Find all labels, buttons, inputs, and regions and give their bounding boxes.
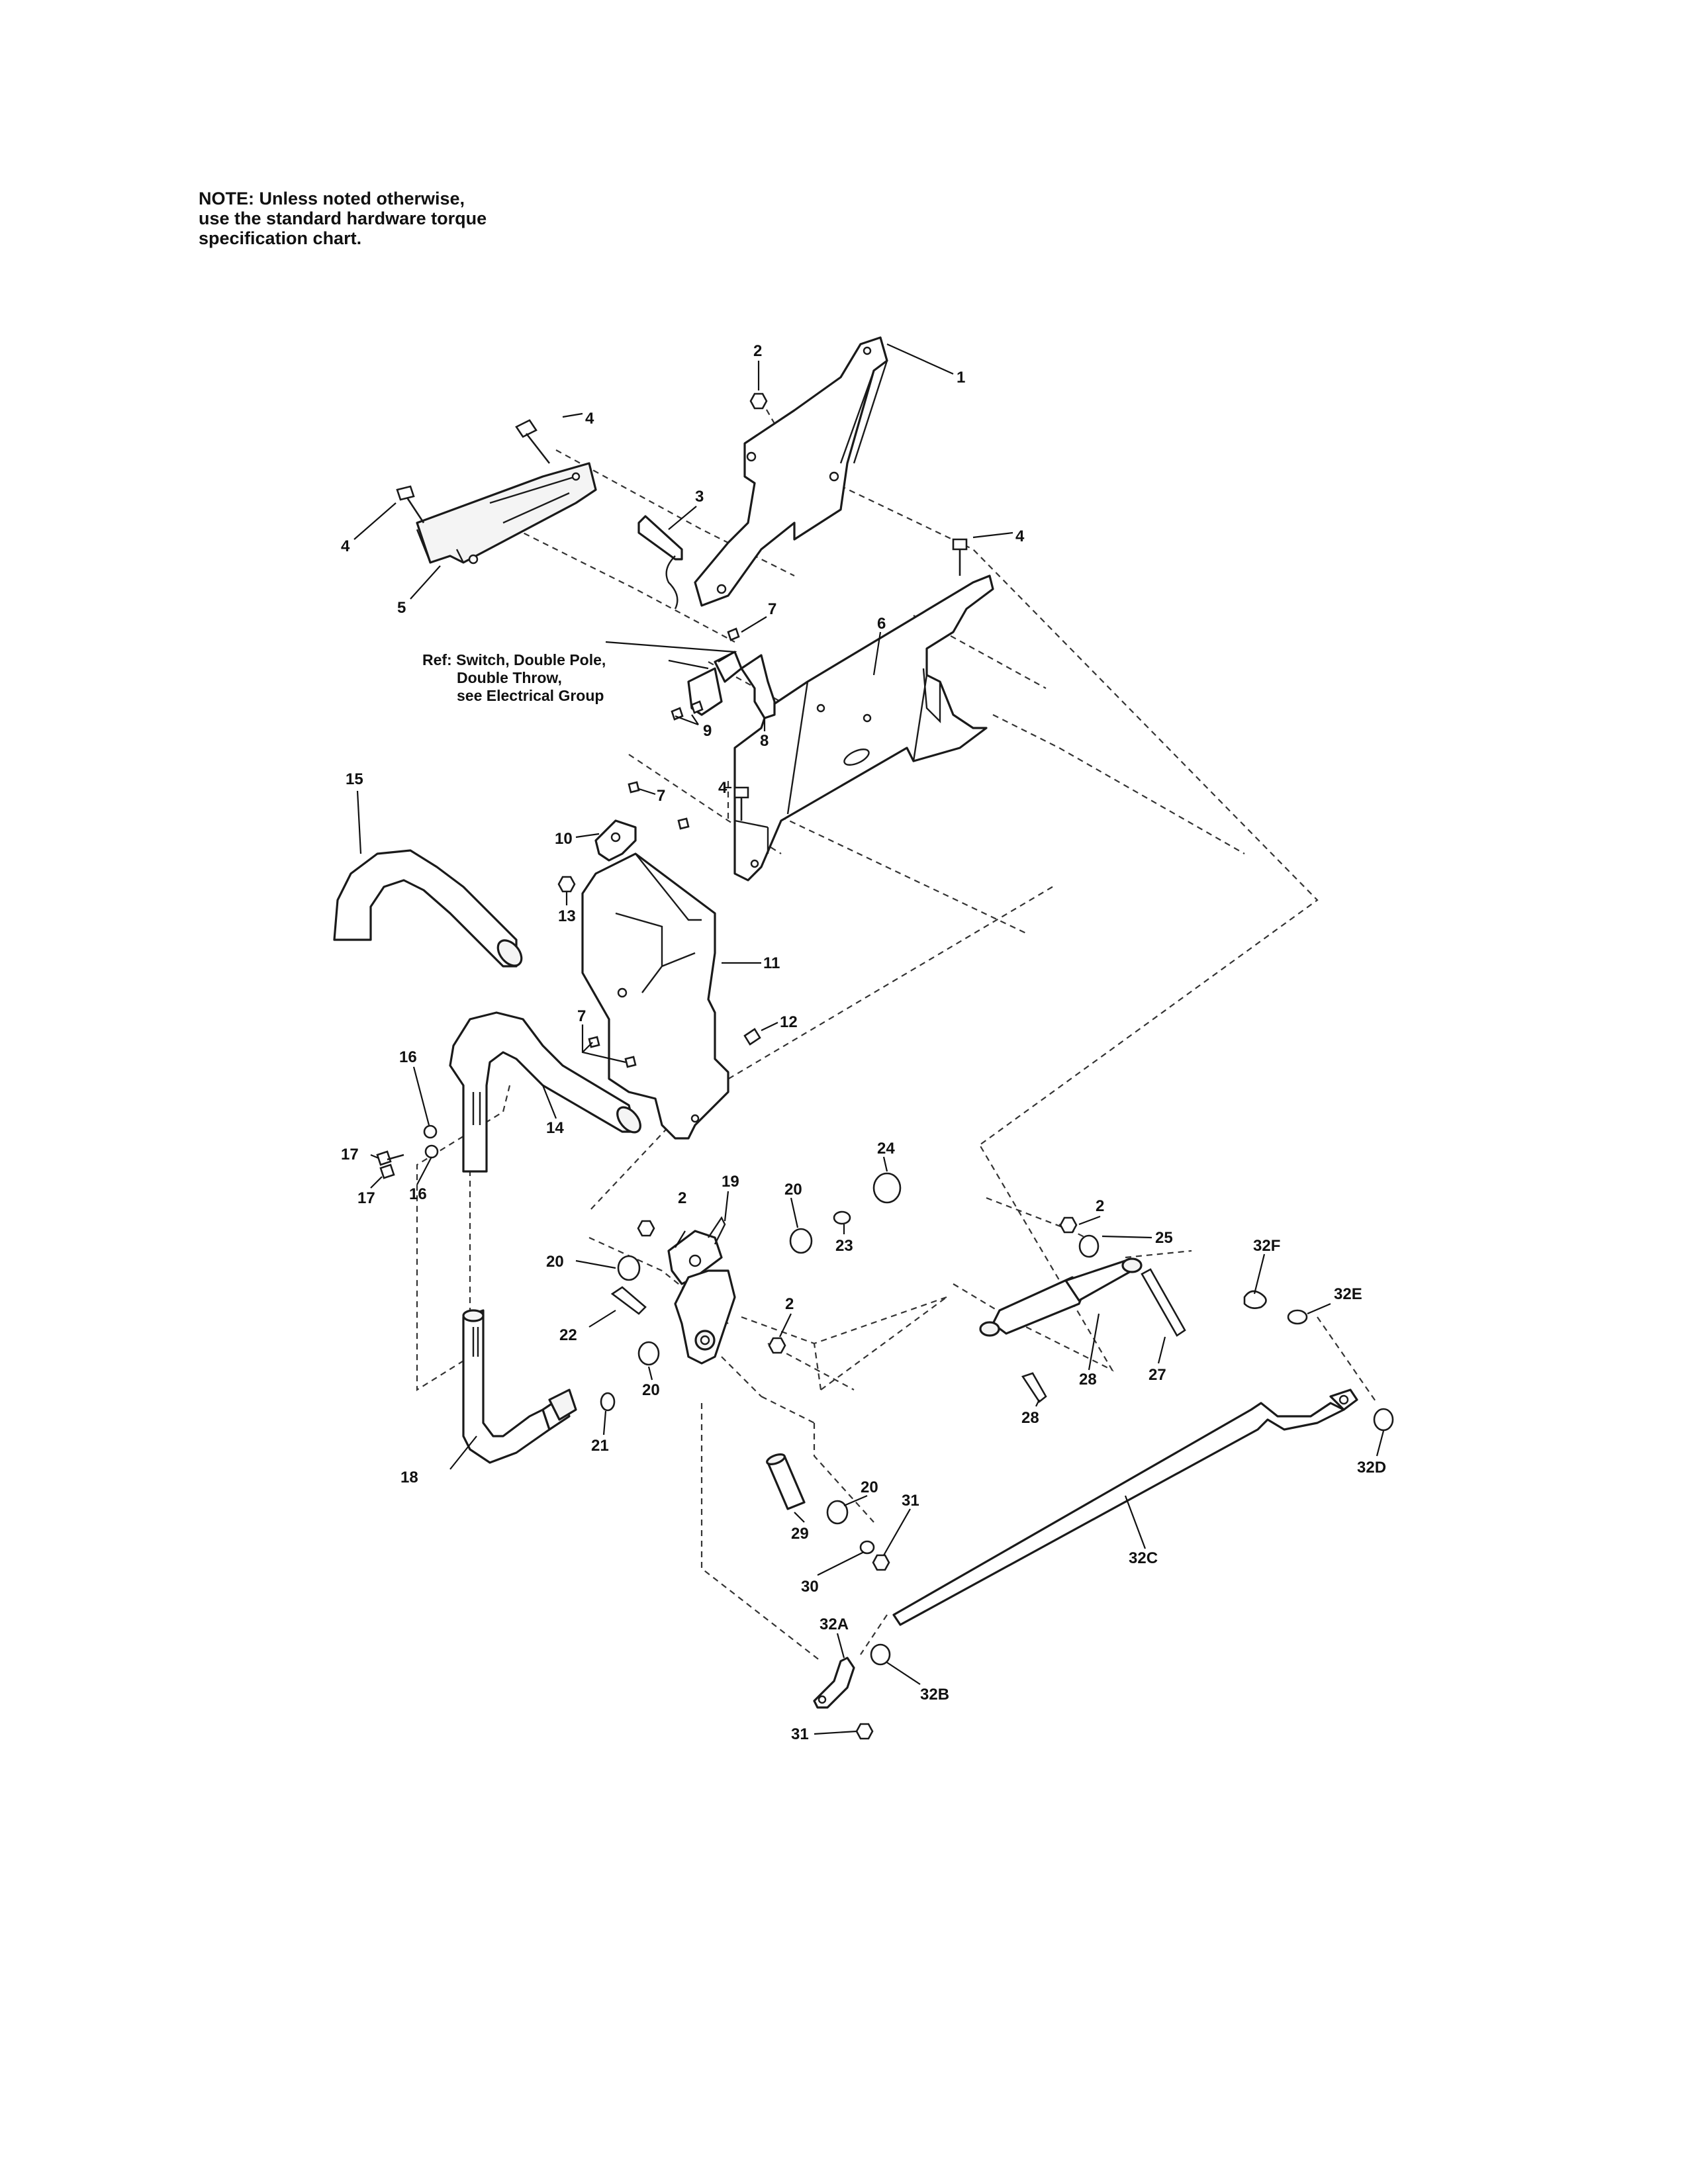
callout-24: 24 [877,1140,895,1158]
assembly-lines [416,400,1378,1662]
callout-4: 4 [1015,527,1025,545]
part-18-handle [462,1309,577,1464]
callout-32a: 32A [820,1615,849,1633]
callout-1: 1 [957,369,965,387]
callout-4: 4 [585,410,594,428]
callout-13: 13 [558,907,576,925]
callout-32c: 32C [1129,1549,1158,1567]
callout-2: 2 [1096,1197,1104,1215]
callout-19: 19 [722,1173,739,1191]
callout-32e: 32E [1334,1285,1362,1303]
callout-4: 4 [718,779,727,797]
callout-28: 28 [1021,1409,1039,1427]
callout-7: 7 [577,1007,586,1025]
callout-11: 11 [763,954,780,972]
part-5-bracket [416,462,597,565]
note-line: specification chart. [199,228,362,248]
callout-30: 30 [801,1578,819,1596]
note-line: use the standard hardware torque [199,208,487,228]
part-32a-clevis [813,1657,855,1709]
callout-15: 15 [346,770,363,788]
part-6-plate [733,574,994,882]
part-10-plate [594,819,637,862]
callout-32b: 32B [920,1686,949,1704]
part-32c-rod [892,1388,1358,1626]
callout-12: 12 [780,1013,798,1031]
callout-29: 29 [791,1525,809,1543]
callout-17: 17 [341,1146,359,1163]
hardware-items [376,392,1394,1740]
callout-10: 10 [555,830,573,848]
callout-7: 7 [768,600,776,618]
callout-32d: 32D [1357,1459,1386,1477]
part-28-gas-spring [979,1257,1143,1337]
callout-17: 17 [357,1189,375,1207]
callout-5: 5 [397,599,406,617]
callout-7: 7 [657,787,665,805]
note-line: NOTE: Unless noted otherwise, [199,189,465,208]
callout-2: 2 [753,342,762,360]
callout-16: 16 [409,1185,427,1203]
callout-2: 2 [785,1295,794,1313]
callout-6: 6 [877,615,886,633]
part-11-bracket [581,852,729,1140]
callout-3: 3 [695,488,704,506]
callout-9: 9 [703,722,712,740]
callout-20: 20 [642,1381,660,1399]
callout-23: 23 [835,1237,853,1255]
part-1-bracket [694,336,888,607]
callout-21: 21 [591,1437,609,1455]
torque-note: NOTE: Unless noted otherwise, use the st… [199,189,662,248]
callout-28: 28 [1079,1371,1097,1388]
callout-14: 14 [546,1119,564,1137]
switch-reference: Ref: Switch, Double Pole, Double Throw, … [422,651,606,704]
callout-8: 8 [760,732,769,750]
callout-22: 22 [559,1326,577,1344]
part-15-grip [333,849,523,968]
callout-18: 18 [400,1469,418,1486]
callout-20: 20 [861,1479,878,1496]
reference-line: Ref: Switch, Double Pole, [422,651,606,668]
callout-2: 2 [678,1189,686,1207]
callout-20: 20 [546,1253,564,1271]
callout-32f: 32F [1253,1237,1280,1255]
callout-labels: 1 2 2 2 2 3 4 4 4 4 5 6 7 7 7 8 9 10 11 … [341,342,1386,1743]
reference-line: Double Throw, [457,669,562,686]
callout-31: 31 [791,1725,809,1743]
part-14-grip [449,1011,641,1173]
reference-line: see Electrical Group [457,687,604,704]
callout-4: 4 [341,537,350,555]
part-29-spacer [766,1453,806,1510]
callout-16: 16 [399,1048,417,1066]
leader-lines [353,343,1385,1735]
callout-31: 31 [902,1492,919,1510]
part-19-pivot [667,1216,736,1365]
callout-20: 20 [784,1181,802,1199]
callout-27: 27 [1149,1366,1166,1384]
callout-25: 25 [1155,1229,1173,1247]
part-3-pin [637,515,683,610]
